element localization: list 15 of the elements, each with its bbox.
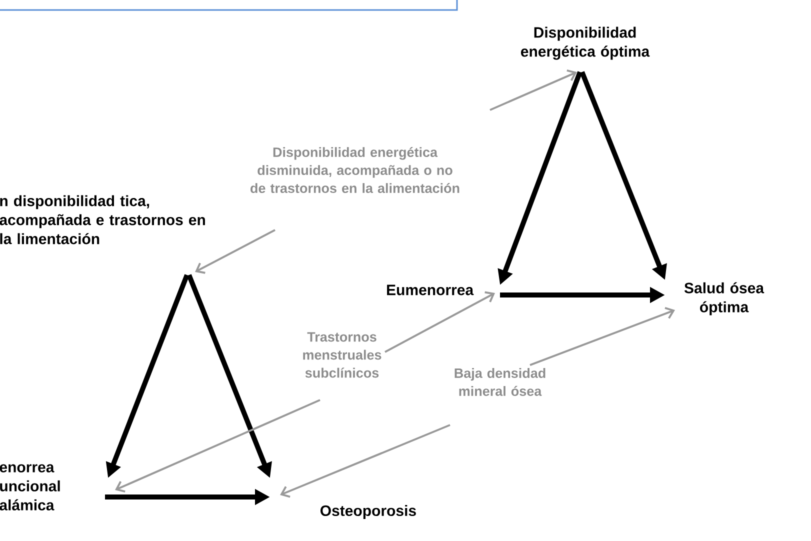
term-label: Salud ósea óptima (684, 282, 764, 316)
arrow (384, 291, 495, 353)
arrow (490, 69, 577, 111)
term-label: enorrea uncional alámica (0, 464, 60, 510)
term-label: Osteoporosis (320, 505, 416, 519)
term-label: Disponibilidad energética óptima (520, 26, 650, 60)
term-label: Eumenorrea (387, 284, 474, 296)
arrow (115, 399, 320, 493)
term-label: n disponibilidad tica, acompañada e trastornos en la limentación (0, 195, 205, 244)
arrow (280, 424, 450, 498)
arrow (530, 306, 675, 366)
note-label: Trastornos menstruales subclínicos (303, 332, 382, 378)
arrow (195, 229, 276, 274)
note-label: Disponibilidad energética disminuida, acompañada o no de trastornos en la alimentación (250, 147, 460, 194)
note-label: Baja densidad mineral ósea (454, 368, 546, 396)
